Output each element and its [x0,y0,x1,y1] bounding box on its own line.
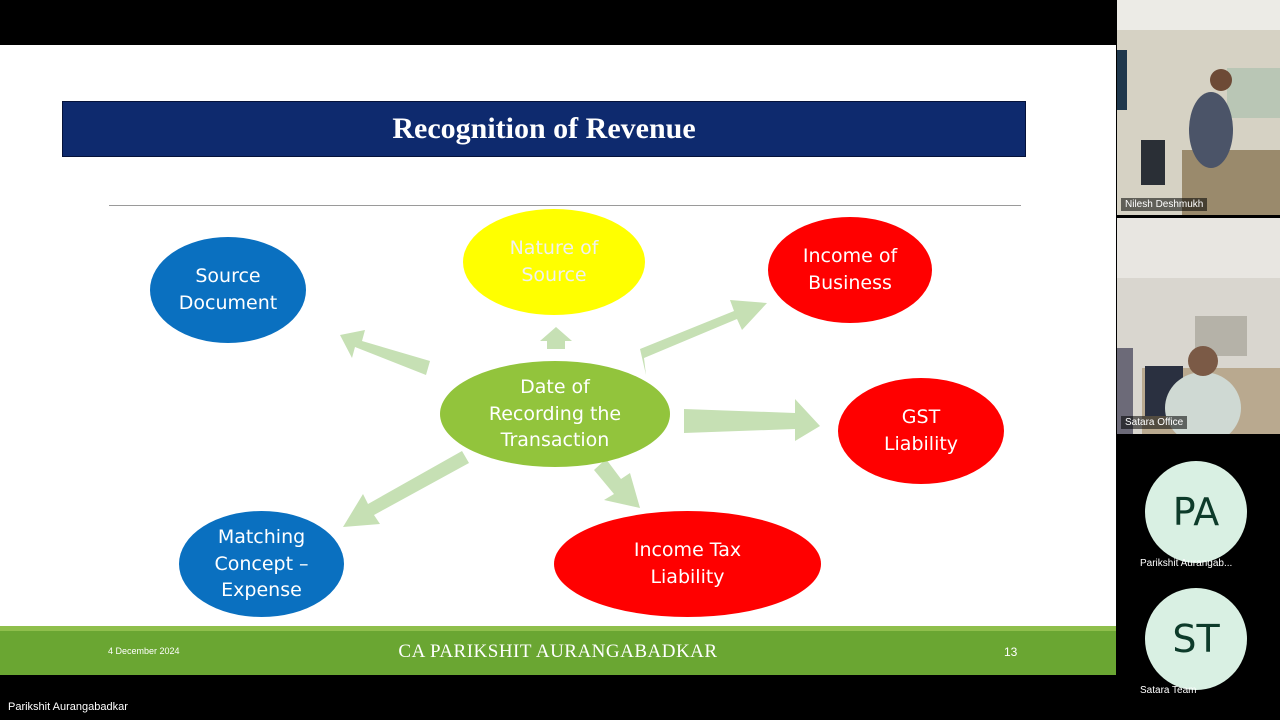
arrow-to-income-of-business [640,300,767,375]
node-source-document: Source Document [150,237,306,343]
title-divider [109,205,1021,206]
participant-video-satara-office [1117,218,1280,434]
node-matching-concept: Matching Concept – Expense [179,511,344,617]
participant-name-pa: Parikshit Aurangab... [1140,558,1233,569]
node-gst-liability: GST Liability [838,378,1004,484]
avatar-st: ST [1145,588,1247,690]
shared-slide: Recognition of Revenue Source Document N… [0,45,1116,675]
participant-video-nilesh [1117,0,1280,215]
arrow-to-gst-liability [684,399,820,441]
node-income-tax-liability: Income Tax Liability [554,511,821,617]
footer-date: 4 December 2024 [108,646,180,656]
node-income-of-business: Income of Business [768,217,932,323]
participant-name-nilesh: Nilesh Deshmukh [1121,198,1208,211]
participant-tile-satara-office[interactable]: Satara Office [1117,218,1280,434]
participant-tile-st[interactable]: ST Satara Team [1117,582,1280,720]
footer-page-number: 13 [1004,645,1018,659]
node-nature-of-source: Nature of Source [463,209,645,315]
slide-footer: 4 December 2024 CA PARIKSHIT AURANGABADK… [0,631,1116,675]
slide-title-bar: Recognition of Revenue [62,101,1026,157]
arrow-to-income-tax-liability [594,459,640,508]
footer-author: CA PARIKSHIT AURANGABADKAR [398,641,718,662]
avatar-pa: PA [1145,461,1247,563]
participant-name-st: Satara Team [1140,685,1197,696]
arrow-to-source-document [340,330,430,375]
participant-tile-pa[interactable]: PA Parikshit Aurangab... [1117,452,1280,582]
participant-tile-nilesh[interactable]: Nilesh Deshmukh [1117,0,1280,215]
arrow-to-nature-of-source [540,327,572,349]
footer-accent-line [0,626,1116,631]
presenter-label: Parikshit Aurangabadkar [8,701,128,713]
diagram-arrows [340,300,820,527]
participant-name-satara-office: Satara Office [1121,416,1188,429]
node-date-of-recording: Date of Recording the Transaction [440,361,670,467]
slide-title: Recognition of Revenue [392,112,696,145]
arrow-to-matching-concept [343,451,469,527]
